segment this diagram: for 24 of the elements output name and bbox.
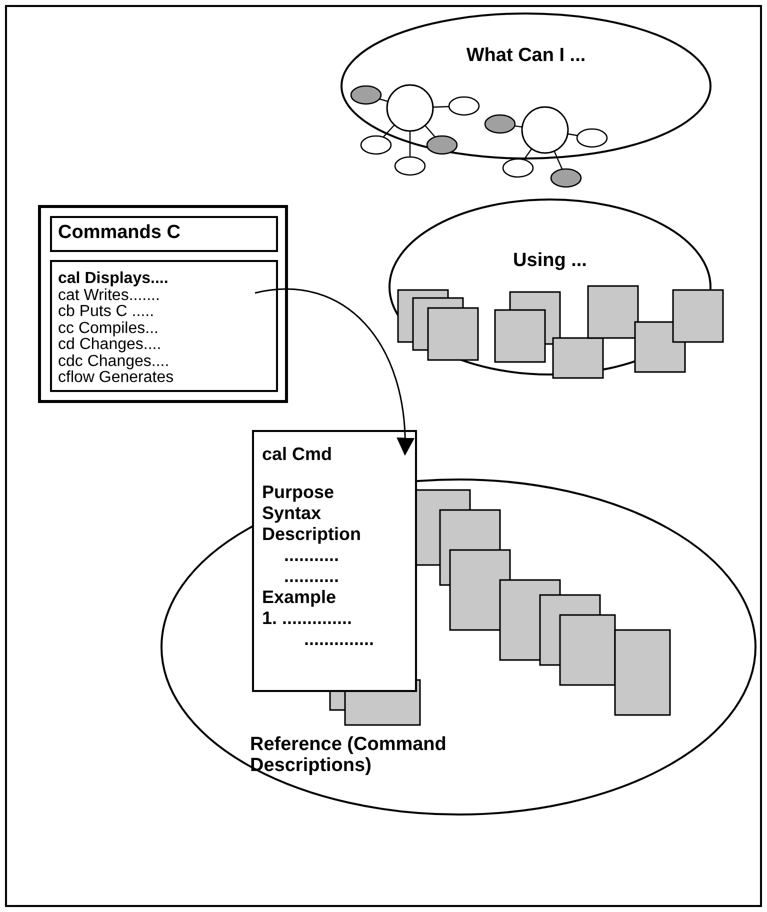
topic-title: Using ... (512, 250, 588, 272)
page-text: Example (262, 587, 336, 608)
page-text: ........... (284, 545, 340, 566)
command-entry: cat Writes....... (58, 286, 160, 304)
reference-page-card (252, 430, 417, 692)
page-text: .............. (304, 629, 374, 650)
topic-title: What Can I ... (465, 45, 587, 67)
page-text: Description (262, 524, 362, 545)
command-entry: cal Displays.... (58, 270, 168, 287)
page-text: 1. .............. (262, 608, 352, 629)
page-text: cal Cmd (262, 444, 332, 465)
page-text: ........... (284, 566, 340, 587)
window-title: Commands C (58, 222, 180, 244)
command-entry: cd Changes.... (58, 336, 162, 353)
window-panel (38, 205, 288, 403)
command-entry: cc Compiles... (58, 320, 158, 336)
command-entry: cflow Generates (58, 369, 174, 386)
topic-title: Reference (Command Descriptions) (250, 734, 448, 776)
command-entry: cdc Changes.... (58, 352, 170, 370)
command-list-panel (50, 260, 278, 392)
arrow (254, 288, 414, 456)
page-text: Purpose (262, 482, 334, 503)
page-text: Syntax (262, 503, 322, 524)
command-entry: cb Puts C ..... (58, 303, 154, 320)
